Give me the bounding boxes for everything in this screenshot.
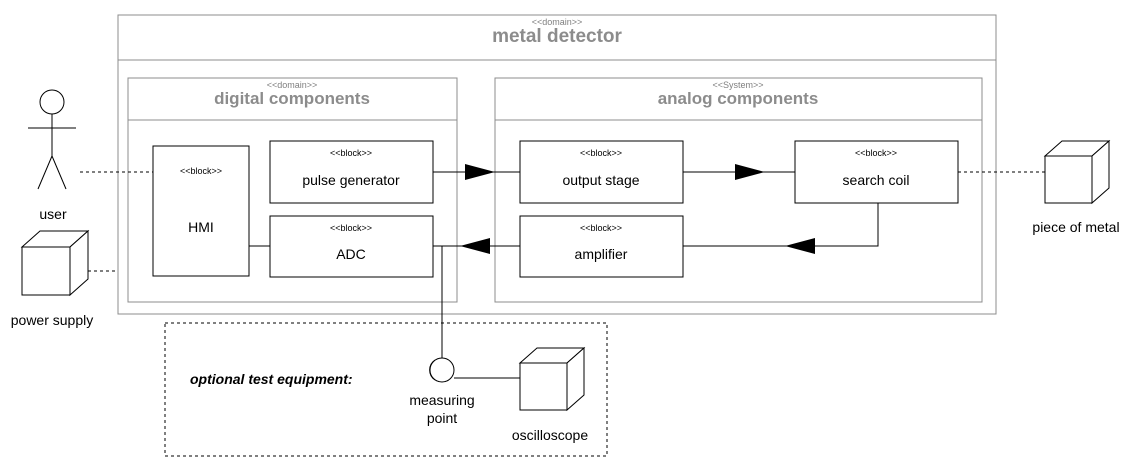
user-actor-icon [28, 89, 76, 190]
piece-of-metal-node-icon [1043, 139, 1111, 205]
optional-test-equipment-group: optional test equipment: [164, 322, 608, 457]
analog-components-title: analog components [658, 89, 819, 108]
optional-test-equipment-label: optional test equipment: [190, 371, 353, 387]
amplifier-stereotype: <<block>> [580, 223, 622, 233]
search-coil-stereotype: <<block>> [855, 148, 897, 158]
oscilloscope-node-icon [518, 346, 586, 412]
metal-detector-title: metal detector [492, 26, 622, 47]
adc-stereotype: <<block>> [330, 223, 372, 233]
adc-block: <<block>> ADC [269, 215, 434, 278]
amplifier-label: amplifier [575, 246, 628, 262]
piece-of-metal-label: piece of metal [1032, 219, 1119, 235]
search-coil-block: <<block>> search coil [794, 140, 959, 204]
coil-to-amplifier-line [816, 203, 879, 247]
measuring-point-icon [429, 357, 455, 383]
hmi-block: <<block>> HMI [152, 145, 250, 277]
digital-components-title: digital components [214, 89, 370, 108]
output-stage-block: <<block>> output stage [519, 140, 684, 204]
adc-label: ADC [336, 246, 366, 262]
measuring-point-label-line1: measuring [409, 392, 474, 408]
measuring-point-label-line2: point [427, 410, 457, 426]
analog-components-stereotype: <<System>> [712, 80, 763, 90]
output-stage-stereotype: <<block>> [580, 148, 622, 158]
pulse-generator-label: pulse generator [302, 172, 400, 188]
hmi-label: HMI [188, 219, 214, 235]
metal-detector-stereotype: <<domain>> [532, 17, 583, 27]
search-coil-label: search coil [843, 172, 910, 188]
pulse-generator-block: <<block>> pulse generator [269, 140, 434, 204]
pulse-generator-stereotype: <<block>> [330, 148, 372, 158]
power-supply-node-icon [20, 229, 90, 297]
amplifier-block: <<block>> amplifier [519, 215, 684, 278]
output-stage-label: output stage [562, 172, 639, 188]
digital-components-stereotype: <<domain>> [267, 80, 318, 90]
power-supply-label: power supply [11, 312, 94, 328]
user-label: user [39, 206, 67, 222]
hmi-stereotype: <<block>> [180, 166, 222, 176]
oscilloscope-label: oscilloscope [512, 427, 588, 443]
